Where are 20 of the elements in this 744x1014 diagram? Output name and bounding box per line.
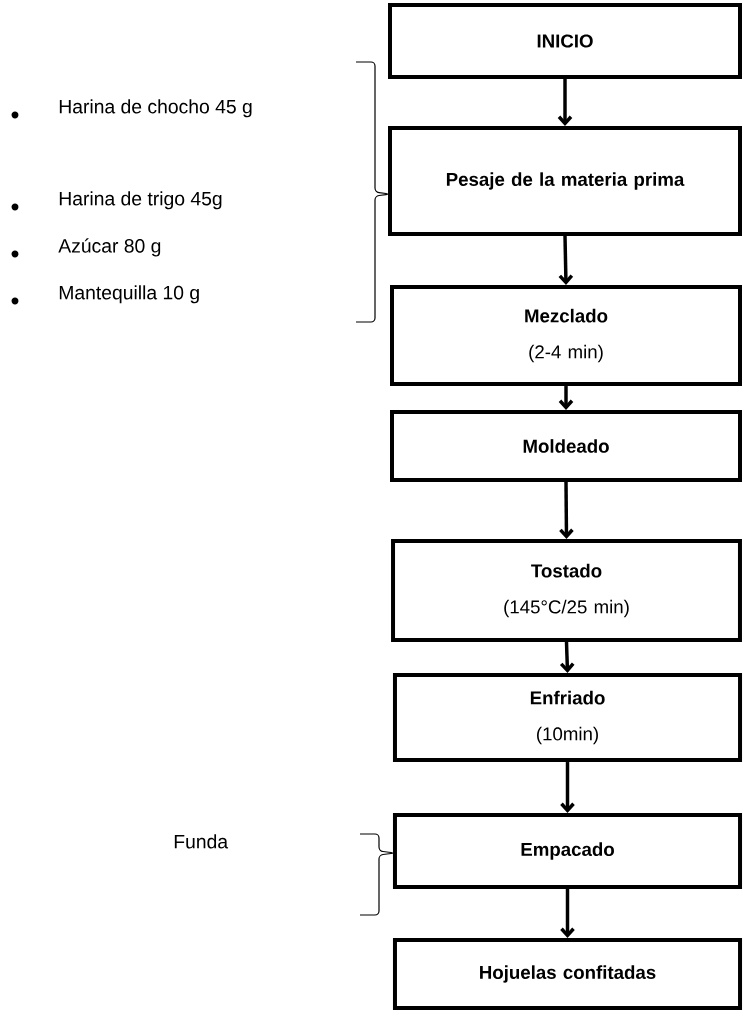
arrow	[559, 482, 574, 540]
ingredient-text: Harina de chocho 45 g	[59, 99, 252, 118]
arrow	[560, 762, 575, 813]
process-box: Mezclado (2-4 min)	[390, 284, 742, 387]
process-box: Moldeado	[390, 410, 742, 482]
arrow	[557, 79, 573, 126]
process-box: Empacado	[392, 813, 743, 889]
arrow	[558, 235, 574, 285]
process-box: Pesaje de la materia prima	[388, 126, 742, 236]
arrow	[559, 641, 575, 673]
ingredient-text: Funda	[174, 834, 229, 849]
process-box: Enfriado (10min)	[392, 672, 743, 763]
process-box: Tostado (145°C/25 min)	[391, 539, 742, 642]
ingredient-text: Harina de trigo 45g	[59, 191, 222, 210]
arrow	[560, 889, 575, 938]
process-box: Hojuelas confitadas	[392, 938, 743, 1010]
arrow	[558, 386, 574, 410]
ingredient-text: Azúcar 80 g	[58, 238, 161, 257]
ingredient-text: Mantequilla 10 g	[59, 285, 199, 304]
process-box: INICIO	[388, 3, 742, 79]
